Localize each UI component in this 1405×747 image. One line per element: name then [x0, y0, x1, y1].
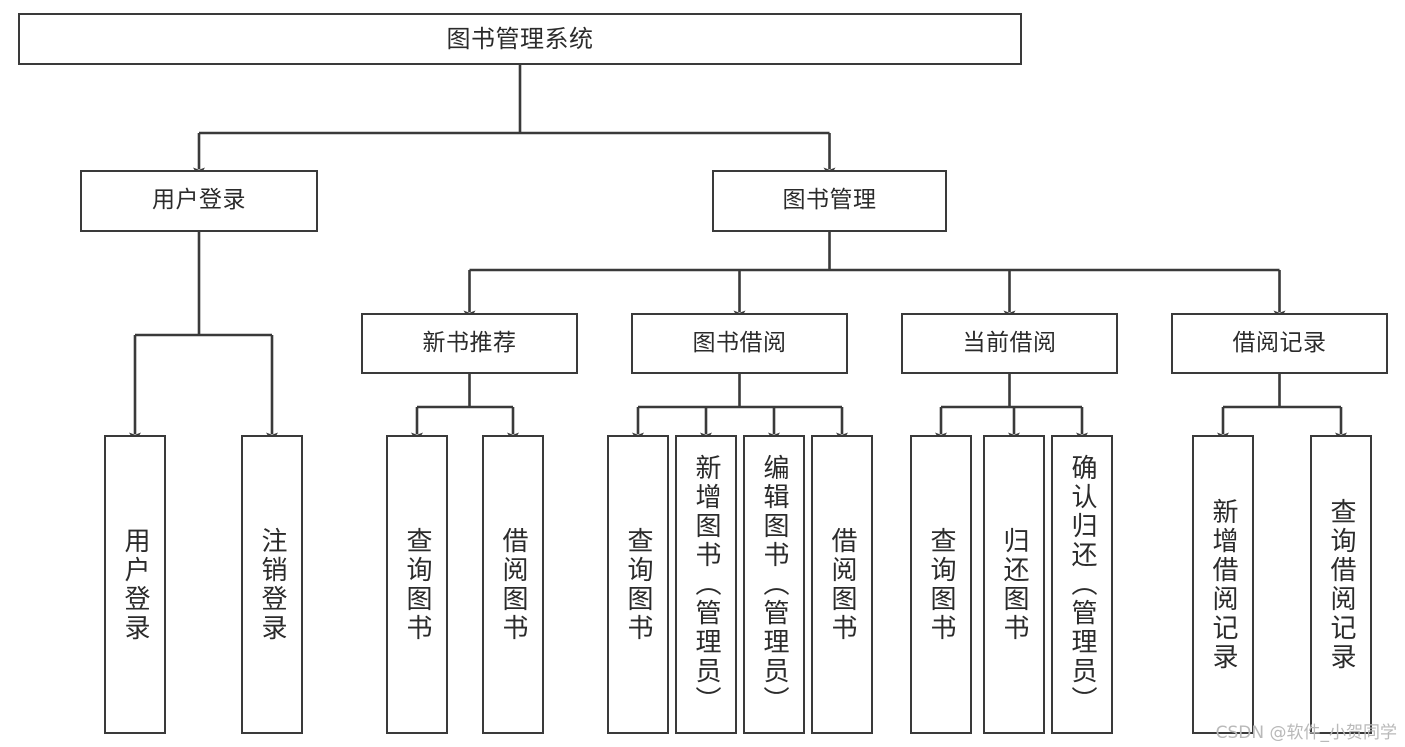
node-label: 新书推荐 — [422, 329, 517, 356]
node-book-borrow[interactable]: 图书借阅 — [631, 313, 848, 374]
node-label: 新增借阅记录 — [1208, 497, 1238, 672]
node-label: 借阅记录 — [1232, 329, 1327, 356]
node-cur-borrow[interactable]: 当前借阅 — [901, 313, 1118, 374]
node-book-manage[interactable]: 图书管理 — [712, 170, 947, 232]
node-l-login[interactable]: 用户登录 — [104, 435, 166, 734]
node-label: 查询图书 — [926, 526, 956, 643]
node-l-ret[interactable]: 归还图书 — [983, 435, 1045, 734]
node-label: 借阅图书 — [498, 526, 528, 643]
node-label: 编辑图书（管理员） — [759, 454, 789, 715]
node-l-qlog[interactable]: 查询借阅记录 — [1310, 435, 1372, 734]
node-label: 图书借阅 — [692, 329, 787, 356]
node-label: 图书管理 — [782, 187, 877, 214]
node-label: 查询图书 — [402, 526, 432, 643]
node-l-edit[interactable]: 编辑图书（管理员） — [743, 435, 805, 734]
node-label: 用户登录 — [120, 526, 150, 643]
node-l-logout[interactable]: 注销登录 — [241, 435, 303, 734]
node-l-conf[interactable]: 确认归还（管理员） — [1051, 435, 1113, 734]
node-new-rec[interactable]: 新书推荐 — [361, 313, 578, 374]
node-l-q2[interactable]: 查询图书 — [607, 435, 669, 734]
node-l-q3[interactable]: 查询图书 — [910, 435, 972, 734]
node-l-b2[interactable]: 借阅图书 — [811, 435, 873, 734]
node-l-b1[interactable]: 借阅图书 — [482, 435, 544, 734]
node-user-login[interactable]: 用户登录 — [80, 170, 318, 232]
node-label: 归还图书 — [999, 526, 1029, 643]
node-borrow-log[interactable]: 借阅记录 — [1171, 313, 1388, 374]
node-l-addlog[interactable]: 新增借阅记录 — [1192, 435, 1254, 734]
node-l-add[interactable]: 新增图书（管理员） — [675, 435, 737, 734]
node-label: 当前借阅 — [962, 329, 1057, 356]
node-label: 借阅图书 — [827, 526, 857, 643]
node-label: 用户登录 — [152, 187, 246, 214]
node-label: 新增图书（管理员） — [691, 454, 721, 715]
node-label: 查询借阅记录 — [1326, 497, 1356, 672]
node-label: 图书管理系统 — [446, 24, 594, 53]
node-label: 查询图书 — [623, 526, 653, 643]
node-root[interactable]: 图书管理系统 — [18, 13, 1022, 65]
node-l-q1[interactable]: 查询图书 — [386, 435, 448, 734]
node-label: 注销登录 — [257, 526, 287, 643]
node-label: 确认归还（管理员） — [1067, 454, 1097, 715]
